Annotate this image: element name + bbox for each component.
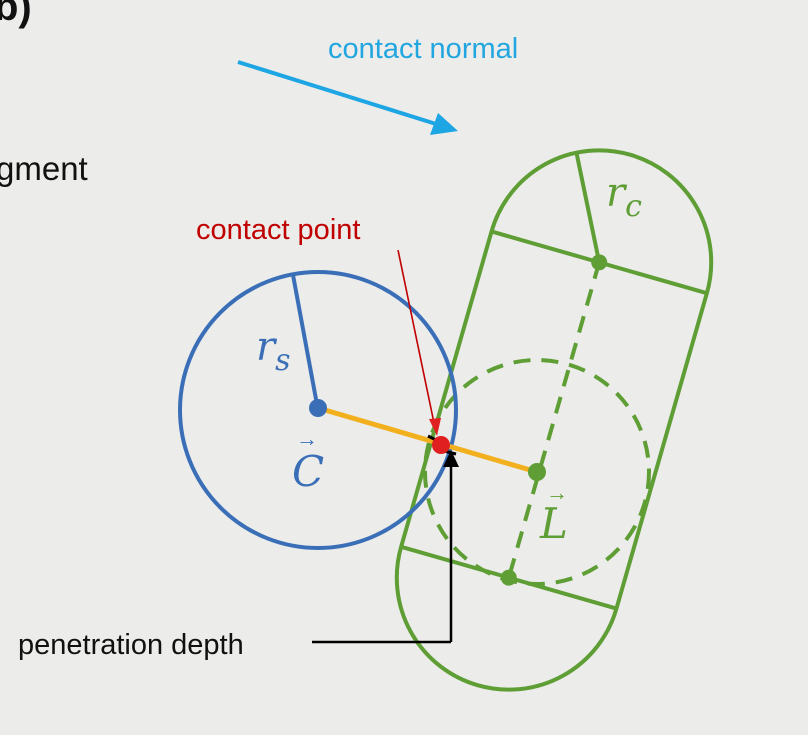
closest-point-sphere-dashed <box>423 358 651 586</box>
contact-point-label: contact point <box>196 214 360 246</box>
corner-fragment: b) <box>0 0 32 29</box>
sphere-outline <box>178 270 458 550</box>
capsule-outline <box>394 148 714 692</box>
capsule <box>394 148 714 692</box>
capsule-top-endpoint <box>591 254 608 271</box>
closest-segment-point <box>528 463 546 481</box>
sphere-center-label: C <box>292 447 324 496</box>
penetration-depth-bracket <box>312 434 459 644</box>
contact-point-marker <box>432 436 450 454</box>
contact-normal-label: contact normal <box>328 33 518 65</box>
sphere-radius-label: rs <box>256 324 291 378</box>
capsule-radius-label: rc <box>606 170 642 224</box>
sphere-center-point <box>309 399 327 417</box>
capsule-segment-label: L <box>539 499 568 548</box>
center-connector-line <box>317 405 538 475</box>
sphere-radius-line <box>291 274 320 411</box>
sphere-center-arrow: → <box>296 426 318 451</box>
capsule-radius-line <box>574 152 602 263</box>
contact-normal-arrow <box>237 60 458 135</box>
capsule-segment-arrow: → <box>546 480 568 505</box>
side-fragment: gment <box>0 150 88 187</box>
penetration-depth-label: penetration depth <box>18 629 244 661</box>
contact-point-arrow <box>397 249 441 436</box>
